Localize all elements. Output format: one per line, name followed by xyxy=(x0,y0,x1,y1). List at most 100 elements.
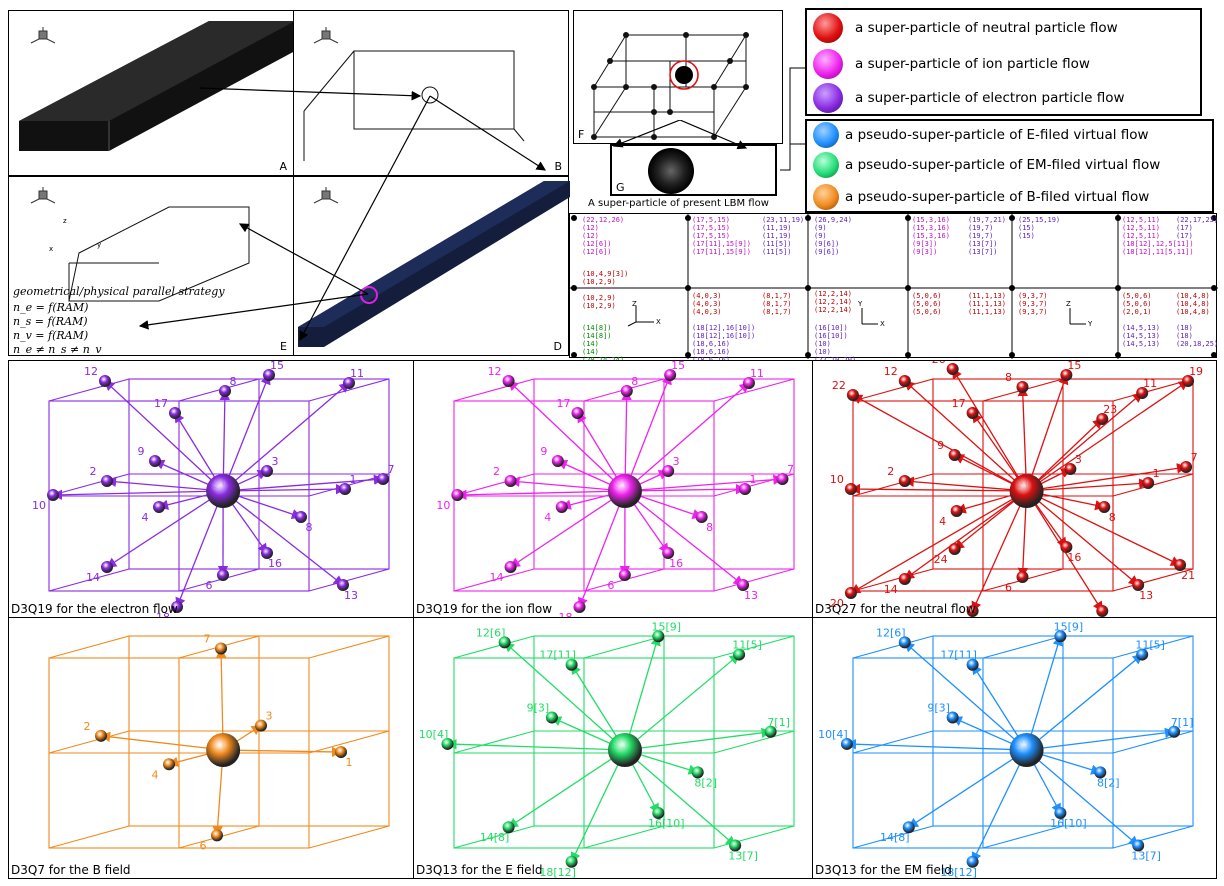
node-label: 3 xyxy=(673,455,680,468)
lattice-emfield-svg: 12[6]15[9]17[11]11[5]9[3]10[4]7[1]8[2]14… xyxy=(813,618,1216,878)
node-label: 9[3] xyxy=(527,702,550,715)
node-label: 11 xyxy=(750,367,764,380)
caption-emfield: D3Q13 for the EM field xyxy=(815,863,952,877)
lattice-electron-panel: 128151117923710148146161318D3Q19 for the… xyxy=(8,360,414,618)
node-label: 8[2] xyxy=(694,776,717,789)
node-label: 1 xyxy=(1153,467,1160,480)
velocity-arrow xyxy=(223,750,341,752)
node-label: 13 xyxy=(344,589,358,602)
cell-text: (15,3,16) (15,3,16) (15,3,16) (9[3]) (9[… xyxy=(912,216,950,256)
velocity-arrow xyxy=(973,491,1027,611)
legend-row-neutral: a super-particle of neutral particle flo… xyxy=(813,12,1118,44)
lattice-node xyxy=(451,489,463,501)
lattice-node xyxy=(947,363,959,375)
cell-deco: (9,3,7) (9,3,7) (9,3,7) xyxy=(1018,292,1048,316)
node-label: 13 xyxy=(1139,589,1153,602)
cell-deco: (14[8]) (14[8]) (14) (14) (20,14,24) xyxy=(582,324,624,364)
lattice-node xyxy=(845,483,857,495)
velocity-arrow xyxy=(973,750,1027,862)
node-label: 2 xyxy=(887,465,894,478)
velocity-arrow xyxy=(572,750,625,862)
node-label: 6 xyxy=(206,579,213,592)
velocity-arrow xyxy=(107,491,223,567)
legend-row-e: a pseudo-super-particle of E-filed virtu… xyxy=(813,119,1149,151)
velocity-arrow xyxy=(625,636,658,750)
node-label: 19 xyxy=(1189,365,1203,378)
node-label: 7 xyxy=(1191,451,1198,464)
lattice-node xyxy=(215,642,227,654)
lattice-node xyxy=(149,455,161,467)
node-label: 24 xyxy=(934,553,948,566)
velocity-arrow xyxy=(107,481,223,491)
node-label: 8 xyxy=(631,375,638,388)
lattice-node xyxy=(1016,381,1028,393)
lattice-neutral-svg: 2612815192217231192371014824161462113201… xyxy=(813,361,1216,617)
lattice-node xyxy=(949,543,961,555)
velocity-arrow xyxy=(457,491,625,495)
lattice-node xyxy=(845,587,857,599)
node-label: 2 xyxy=(493,465,500,478)
velocity-arrow xyxy=(511,491,625,567)
lattice-node xyxy=(47,489,59,501)
node-label: 1 xyxy=(346,756,353,769)
node-label: 11 xyxy=(350,367,364,380)
cell-text: (23,11,19) (11,19) (11,19) (11[5]) (11[5… xyxy=(762,216,804,256)
node-label: 4 xyxy=(152,768,159,781)
node-label: 11[5] xyxy=(1135,639,1165,652)
velocity-arrow xyxy=(909,750,1027,827)
node-label: 14 xyxy=(86,571,100,584)
neutral-ball-icon xyxy=(813,13,843,43)
node-label: 6 xyxy=(607,579,614,592)
node-label: 17[11] xyxy=(940,649,977,662)
b-field-ball-icon xyxy=(813,184,839,210)
axis-z-3: Z xyxy=(1066,300,1071,308)
lattice-node xyxy=(211,829,223,841)
node-label: 26 xyxy=(932,361,946,366)
cell-deco: (10,4,8) (10,4,8) (10,4,8) xyxy=(1176,292,1210,316)
legend-text: a super-particle of ion particle flow xyxy=(855,56,1090,72)
lattice-node xyxy=(163,758,175,770)
node-label: 8 xyxy=(1005,371,1012,384)
node-label: 7 xyxy=(787,463,794,476)
node-label: 4 xyxy=(544,511,551,524)
cell-deco: (18[12],16[10]) (18[12],16[10]) (18,6,16… xyxy=(692,324,755,364)
node-label: 7[1] xyxy=(1171,716,1194,729)
lattice-node xyxy=(153,501,165,513)
velocity-arrow xyxy=(509,750,625,827)
lattice-ion-panel: 128151117923710148146161318D3Q19 for the… xyxy=(413,360,813,618)
node-label: 17 xyxy=(557,397,571,410)
node-label: 11 xyxy=(1143,377,1157,390)
velocity-arrow xyxy=(511,481,625,491)
lattice-node xyxy=(101,475,113,487)
legend-text: a pseudo-super-particle of EM-filed virt… xyxy=(845,157,1160,173)
lattice-neutral-panel: 2612815192217231192371014824161462113201… xyxy=(812,360,1217,618)
lattice-emfield-panel: 12[6]15[9]17[11]11[5]9[3]10[4]7[1]8[2]14… xyxy=(812,617,1217,879)
velocity-arrow xyxy=(1027,483,1149,491)
lattice-node xyxy=(899,475,911,487)
ion-ball-icon xyxy=(813,49,843,79)
node-label: 10 xyxy=(436,499,450,512)
axis-y-3: Y xyxy=(1087,320,1093,328)
node-label: 2 xyxy=(90,465,97,478)
node-label: 16 xyxy=(1067,551,1081,564)
e-field-ball-icon xyxy=(813,122,839,148)
node-label: 16[10] xyxy=(648,817,685,830)
velocity-arrow xyxy=(1027,732,1175,750)
legend-text: a super-particle of electron particle fl… xyxy=(855,90,1125,106)
lattice-bfield-panel: 723146D3Q7 for the B field xyxy=(8,617,414,879)
cell-deco: (8,1,7) (8,1,7) (8,1,7) xyxy=(762,292,792,316)
node-label: 13[7] xyxy=(1131,850,1161,863)
legend-connector xyxy=(760,60,810,180)
legend-row-ion: a super-particle of ion particle flow xyxy=(813,48,1090,80)
lattice-node xyxy=(503,375,515,387)
velocity-arrow xyxy=(177,491,223,607)
node-label: 23 xyxy=(1103,403,1117,416)
node-label: 9 xyxy=(937,439,944,452)
lattice-node xyxy=(967,407,979,419)
node-label: 3 xyxy=(1075,453,1082,466)
node-label: 7 xyxy=(388,463,395,476)
node-label: 8 xyxy=(1109,511,1116,524)
node-label: 8[2] xyxy=(1097,776,1120,789)
lattice-node xyxy=(899,573,911,585)
cell-text: (22,12,26) (12) (12) (12[6]) (12[6]) xyxy=(582,216,624,256)
